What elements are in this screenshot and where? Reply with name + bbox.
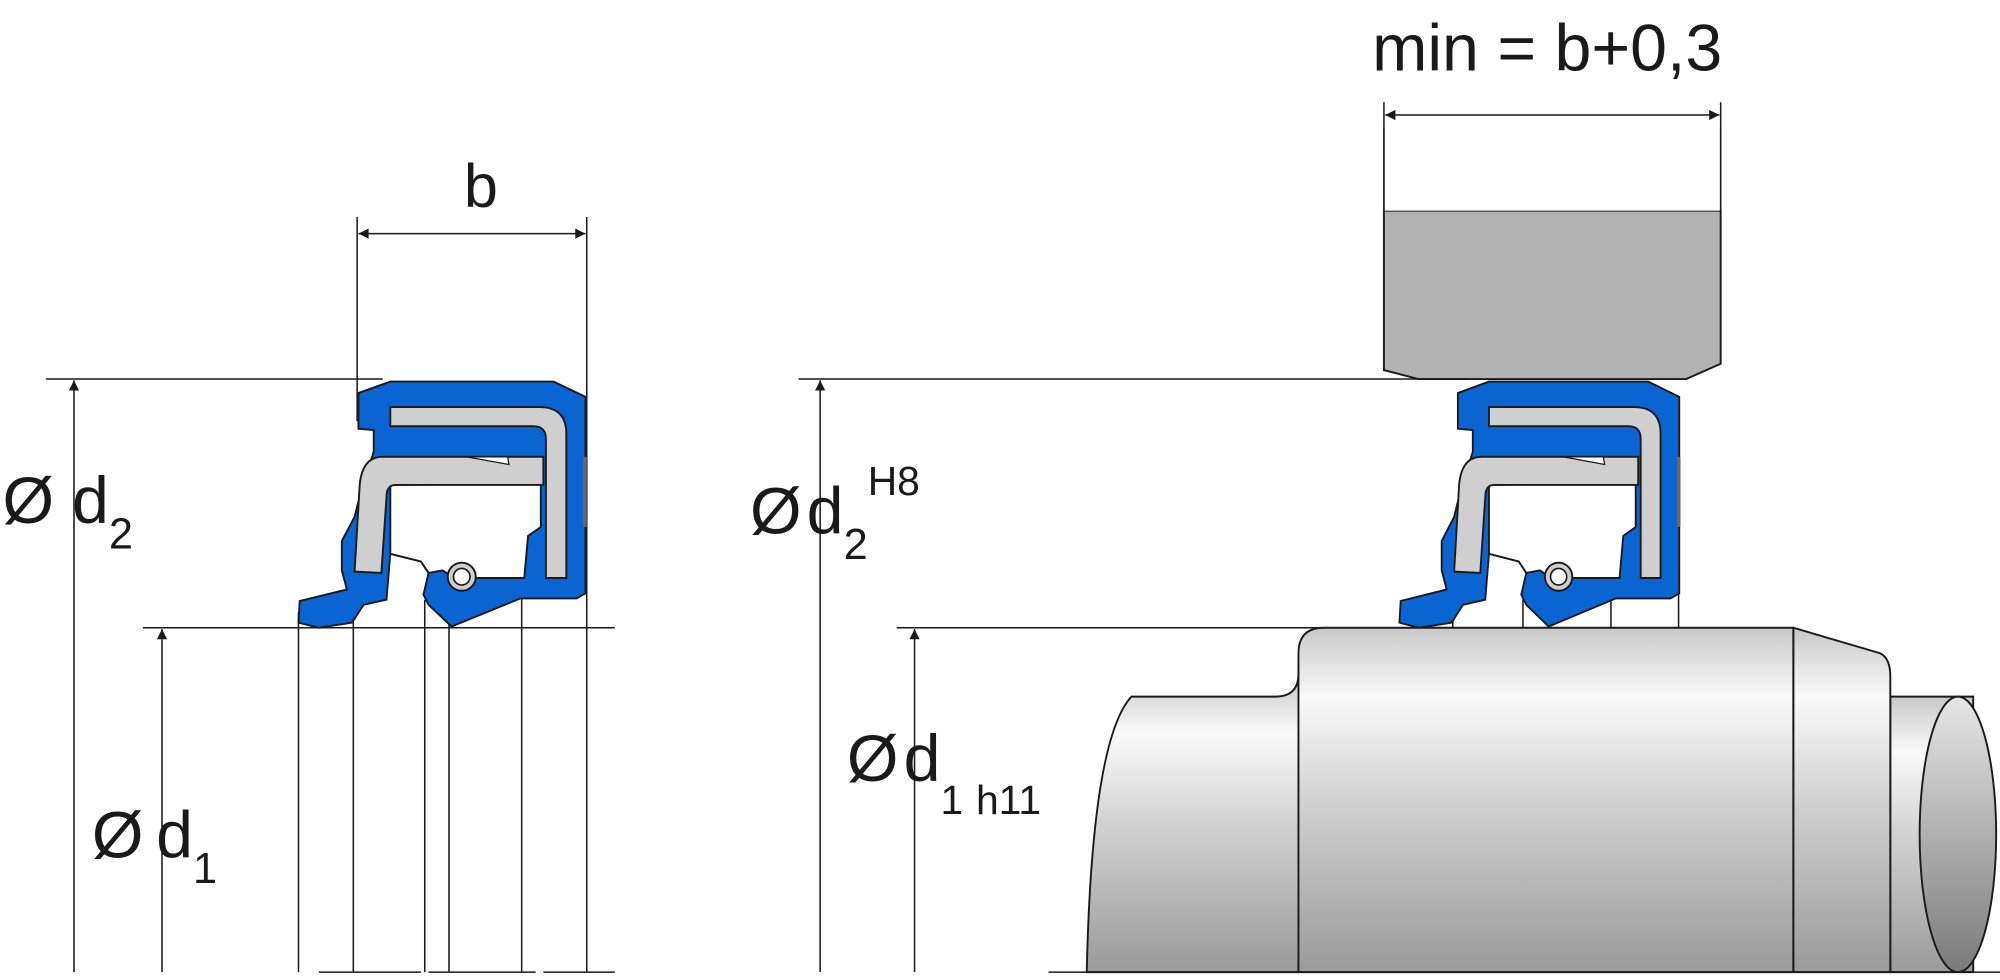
shaft <box>1085 626 1998 974</box>
housing-diameter-label: Ød2H8 <box>750 458 920 569</box>
housing <box>1382 209 1722 380</box>
housing-width-label: min = b+0,3 <box>1372 11 1722 85</box>
width-label: b <box>464 152 498 220</box>
